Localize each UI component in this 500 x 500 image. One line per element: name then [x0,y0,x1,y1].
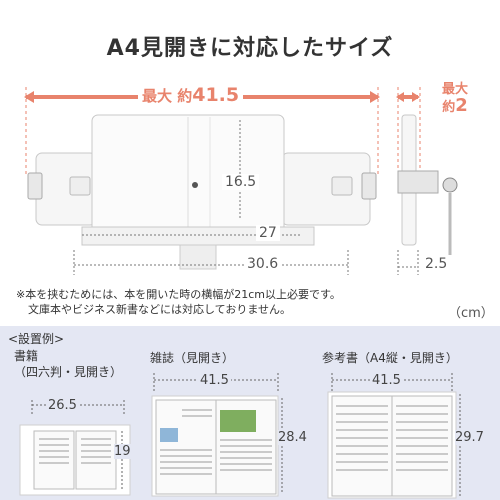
example-book-height: 19 [114,444,131,459]
note-line-1: ※本を挟むためには、本を開いた時の横幅が21cm以上必要です。 [16,288,341,301]
max-depth-arrow [396,87,421,175]
max-width-value: 41.5 [192,84,240,106]
requirement-note: ※本を挟むためには、本を開いた時の横幅が21cm以上必要です。 文庫本やビジネス… [16,287,416,317]
stand-side-view [397,114,458,255]
max-depth-prefix-1: 最大 [442,82,469,97]
stand-dimension-diagram [24,87,458,275]
max-width-prefix: 最大 約 [142,87,193,105]
example-book-label-2: （四六判・見開き） [14,365,123,379]
example-magazine-illustration [151,373,283,497]
example-book-label-1: 書籍 [14,349,39,363]
inner-width-value: 27 [256,225,280,241]
max-depth-prefix-2: 約 [442,100,456,115]
headline: A4見開きに対応したサイズ [106,36,394,61]
example-reference-illustration [327,373,461,499]
max-depth-value: 2 [455,95,468,116]
example-reference-width: 41.5 [370,373,403,388]
example-reference-height: 29.7 [455,430,484,445]
example-book-label: 書籍 （四六判・見開き） [14,348,122,380]
base-depth-value: 2.5 [422,256,451,272]
examples-title: <設置例> [8,332,65,346]
example-magazine-height: 28.4 [278,430,307,445]
example-book-width: 26.5 [46,398,79,413]
max-depth-label: 最大 約2 [442,82,468,116]
note-line-2: 文庫本やビジネス新書などには対応しておりません。 [28,303,292,316]
example-book-illustration [19,400,131,496]
stand-front-view [27,114,377,270]
example-magazine-label: 雑誌（見開き） [150,351,235,365]
max-width-label: 最大 約41.5 [138,84,244,106]
example-magazine-width: 41.5 [198,373,231,388]
base-width-value: 30.6 [244,256,282,272]
unit-label: （cm） [448,306,494,321]
example-reference-label: 参考書（A4縦・見開き） [322,351,458,365]
height-value: 16.5 [222,174,260,190]
